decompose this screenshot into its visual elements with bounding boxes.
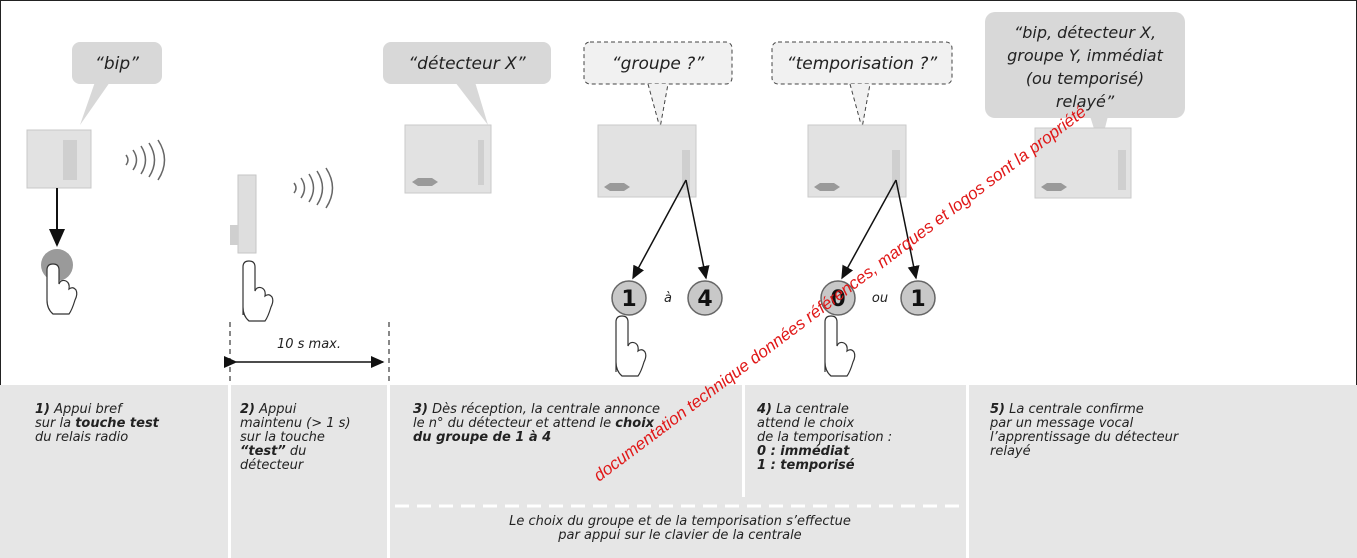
pointing-hand-icon <box>615 315 647 377</box>
speech-bubble-temporisation: “temporisation ?” <box>771 41 953 129</box>
svg-text:“bip”: “bip” <box>95 54 139 74</box>
radio-waves-icon <box>125 139 166 181</box>
arrow-to-key-1b <box>895 179 920 280</box>
svg-text:“temporisation ?”: “temporisation ?” <box>787 54 938 74</box>
svg-text:(ou temporisé): (ou temporisé) <box>1026 69 1144 88</box>
or-separator: ou <box>872 291 888 306</box>
keypad-key-4[interactable]: 4 <box>687 280 723 316</box>
central-unit <box>1034 127 1132 199</box>
arrow-to-key-4 <box>685 179 710 280</box>
svg-text:1: 1 <box>621 287 636 312</box>
central-unit <box>597 124 697 198</box>
speech-bubble-detector: “détecteur X” <box>383 42 551 125</box>
arrow-to-key-0 <box>841 179 897 280</box>
relay-device <box>26 129 92 189</box>
pointing-hand-icon <box>824 315 856 377</box>
step-3-description: 3) Dès réception, la centrale annonce le… <box>413 402 660 445</box>
svg-text:0: 0 <box>830 287 845 312</box>
range-separator: à <box>664 291 672 306</box>
svg-text:groupe Y, immédiat: groupe Y, immédiat <box>1007 46 1164 65</box>
step-5-description: 5) La centrale confirme par un message v… <box>990 402 1179 459</box>
speech-bubble-groupe: “groupe ?” <box>583 41 733 129</box>
keypad-footnote: Le choix du groupe et de la temporisatio… <box>509 514 851 543</box>
svg-text:“groupe ?”: “groupe ?” <box>612 54 704 74</box>
duration-label: 10 s max. <box>277 337 341 352</box>
svg-text:“bip, détecteur X,: “bip, détecteur X, <box>1014 23 1156 42</box>
step-2-description: 2) Appui maintenu (> 1 s) sur la touche … <box>240 402 351 473</box>
pointing-hand-icon <box>242 260 274 322</box>
keypad-key-1b[interactable]: 1 <box>900 280 936 316</box>
pointing-hand-icon <box>46 263 78 315</box>
step-4-description: 4) La centrale attend le choix de la tem… <box>757 402 893 473</box>
central-unit <box>807 124 907 198</box>
step-1-description: 1) Appui bref sur la touche test du rela… <box>35 402 159 445</box>
central-unit <box>404 124 492 194</box>
arrow-to-key-1 <box>632 179 687 280</box>
keypad-key-0[interactable]: 0 <box>820 280 856 316</box>
svg-text:1: 1 <box>910 287 925 312</box>
speech-bubble-confirmation: “bip, détecteur X, groupe Y, immédiat (o… <box>985 12 1185 148</box>
radio-waves-icon <box>293 167 334 209</box>
svg-text:“détecteur X”: “détecteur X” <box>408 54 525 74</box>
dashed-divider <box>395 504 965 508</box>
procedure-diagram: “bip” 10 s max. “détecteur X” <box>26 12 1185 383</box>
svg-text:4: 4 <box>697 287 712 312</box>
svg-text:relayé”: relayé” <box>1056 92 1115 111</box>
steps-panel: 1) Appui bref sur la touche test du rela… <box>0 385 1357 558</box>
speech-bubble-bip: “bip” <box>72 42 162 125</box>
detector-device-side <box>230 174 257 254</box>
keypad-key-1[interactable]: 1 <box>611 280 647 316</box>
